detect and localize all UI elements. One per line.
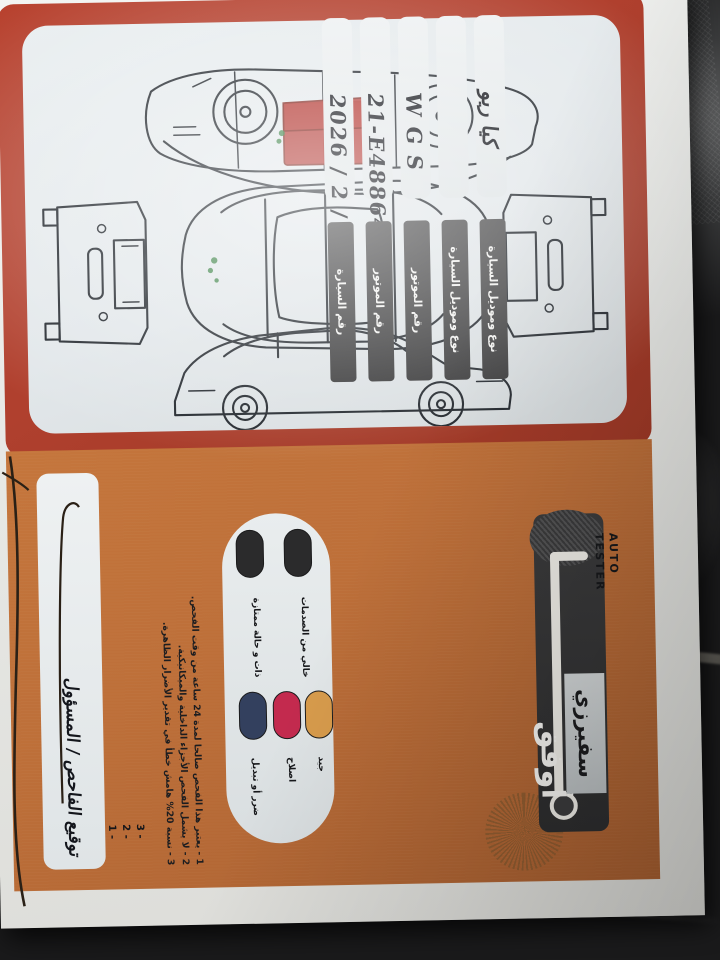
diagram-rear-view bbox=[502, 193, 609, 338]
logo-hook-top-icon bbox=[549, 551, 589, 562]
inspection-form-sheet: 2026 / 2 / 12 21-E48864 W G S كيا ريو رق… bbox=[0, 0, 705, 929]
terms-number-2: 2 - bbox=[120, 824, 132, 839]
pen-scribble bbox=[1, 456, 30, 907]
legend-swatch-dark-2 bbox=[283, 528, 313, 578]
field-label-strip: نوع وموديل السيارة bbox=[479, 218, 509, 380]
legend-swatch-color-2 bbox=[272, 690, 302, 740]
legend-label-color-3: ضرر أو تبديل bbox=[249, 757, 261, 816]
legend-swatch-color-1 bbox=[304, 690, 334, 739]
condition-legend-panel: ذات و حالة ممتازة خالي من الصدمات ضرر أو… bbox=[221, 512, 336, 845]
terms-number-1: 1 - bbox=[106, 824, 118, 840]
legend-label-color-1: جيد bbox=[315, 756, 327, 772]
field-value-car-model: كيا ريو bbox=[477, 89, 504, 150]
brand-sub-arabic: سفيرزي bbox=[572, 688, 599, 779]
field-value-strip[interactable]: كيا ريو bbox=[473, 14, 508, 198]
field-label-0: نوع وموديل السيارة bbox=[486, 245, 502, 353]
terms-number-3: 3 - bbox=[134, 823, 146, 839]
terms-block: 1 - يعتبر هذا الفحص صالحا لمدة 24 ساعة م… bbox=[142, 473, 206, 866]
legend-label-color-2: اصلاح bbox=[285, 756, 297, 783]
legend-swatch-dark-1 bbox=[235, 529, 265, 579]
legend-swatch-color-3 bbox=[238, 691, 268, 741]
legend-label-dark-1: ذات و حالة ممتازة bbox=[250, 597, 263, 678]
legend-label-dark-2: خالي من الصدمات bbox=[298, 596, 311, 678]
diagram-front-view bbox=[42, 200, 149, 345]
brand-en-line1: AUTO bbox=[606, 532, 621, 575]
brand-en-line2: TESTER bbox=[592, 532, 607, 592]
